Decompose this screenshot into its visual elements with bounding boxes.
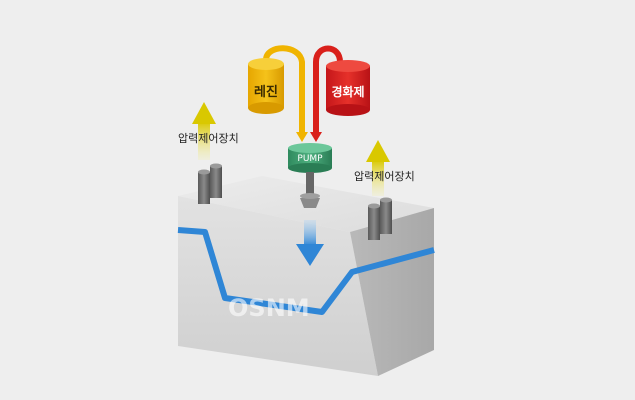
cylinder <box>198 172 210 204</box>
tank-body <box>248 64 284 108</box>
hardener-pipe-arrow-icon <box>310 132 322 142</box>
nozzle-tip <box>300 198 320 208</box>
arrow-shaft <box>304 220 316 246</box>
cylinder <box>210 166 222 198</box>
cylinder-cap <box>210 163 222 169</box>
nozzle-stem <box>306 172 314 194</box>
resin-tank: 레진 <box>248 58 284 114</box>
pump-body <box>288 148 332 168</box>
pump-top <box>288 143 332 153</box>
resin-pipe <box>263 45 305 134</box>
feed-pipes <box>263 45 343 142</box>
arrow-shaft <box>372 160 384 196</box>
arrow-down-icon <box>296 244 324 266</box>
tank-bottom <box>248 102 284 114</box>
pressure-label-right: 압력제어장치 <box>354 170 415 183</box>
pressure-cylinders-right <box>368 197 392 240</box>
arrow-up-icon <box>366 140 390 162</box>
cylinder <box>380 200 392 234</box>
nozzle <box>300 172 320 208</box>
resin-label: 레진 <box>254 84 278 100</box>
watermark-text: OSNM <box>228 294 310 322</box>
tank-top <box>248 58 284 70</box>
pump: PUMP <box>288 143 332 173</box>
arrow-up-icon <box>192 102 216 124</box>
hardener-tank: 경화제 <box>326 60 370 116</box>
injection-arrow <box>296 220 324 266</box>
hardener-label: 경화제 <box>331 84 364 99</box>
cylinder-cap <box>198 169 210 175</box>
cylinder <box>368 206 380 240</box>
resin-channel <box>177 227 435 315</box>
pressure-label-left: 압력제어장치 <box>178 132 239 145</box>
nozzle-cap <box>300 193 320 199</box>
tank-body <box>326 66 370 110</box>
tank-top <box>326 60 370 72</box>
arrow-shaft <box>198 122 210 160</box>
pressure-cylinders-left <box>198 163 222 204</box>
pump-label: PUMP <box>297 154 323 164</box>
pressure-arrow-right <box>366 140 390 196</box>
mold-front-face <box>178 196 378 376</box>
hardener-pipe <box>313 45 343 134</box>
pressure-arrow-left <box>192 102 216 160</box>
tank-bottom <box>326 104 370 116</box>
pump-bottom <box>288 163 332 173</box>
flow-line-front <box>177 227 435 315</box>
mold-side-face <box>350 208 434 376</box>
cylinder-cap <box>380 197 392 203</box>
resin-pipe-arrow-icon <box>296 132 308 142</box>
cylinder-cap <box>368 203 380 209</box>
